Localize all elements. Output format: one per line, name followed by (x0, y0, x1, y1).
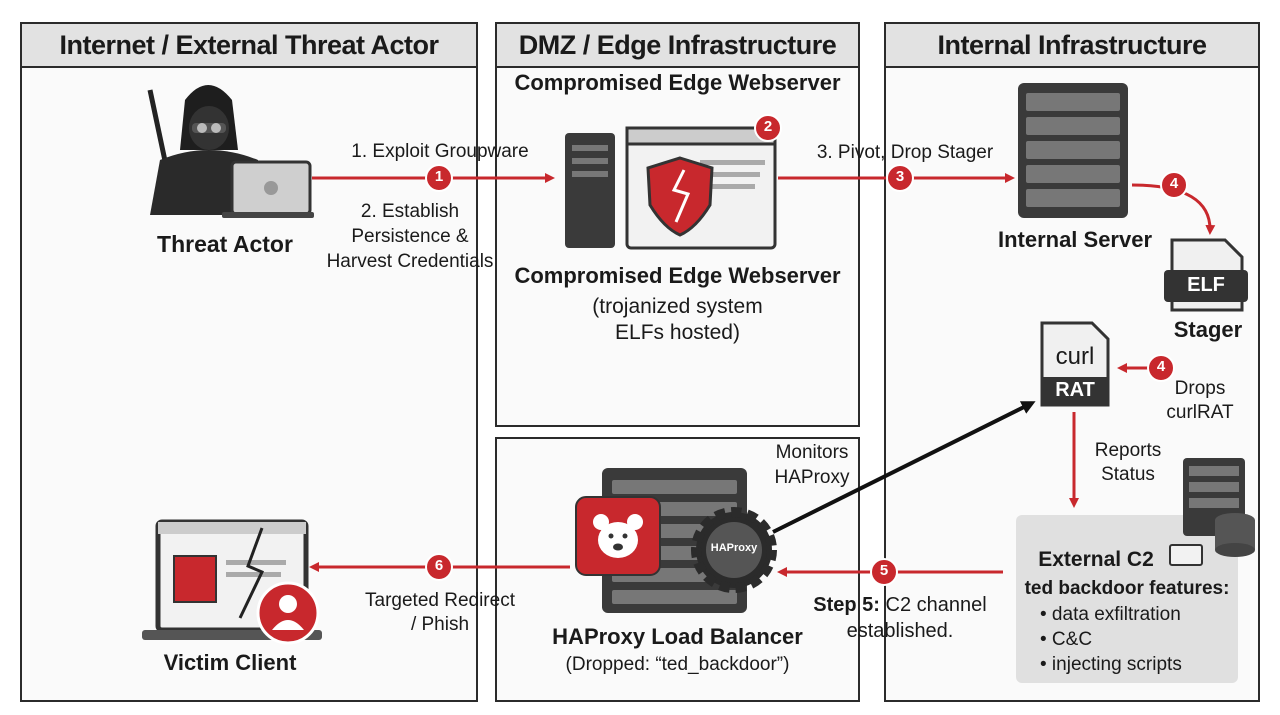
c2-subtitle: ted backdoor features: (1024, 578, 1230, 599)
step2-label-line1: 2. Establish (360, 201, 460, 222)
c2-title: External C2 (1038, 548, 1154, 571)
haproxy-title: HAProxy Load Balancer (552, 624, 803, 649)
step1-label: 1. Exploit Groupware (330, 141, 550, 163)
badge-step-2 (754, 114, 782, 142)
step2-label-line3: Harvest Credentials (326, 251, 494, 272)
badge-label-3: 3 (895, 168, 905, 185)
bear-logo-icon (575, 496, 661, 576)
reports-label-line1: Reports (1094, 440, 1162, 461)
badge-label-5: 5 (879, 562, 889, 579)
threat-actor-icon (147, 85, 314, 218)
haproxy-gear-icon (691, 507, 777, 593)
badge-step-5 (870, 558, 898, 586)
victim-user-icon (256, 581, 320, 645)
panel-title-internet: Internet / External Threat Actor (22, 24, 476, 68)
badge-step-1 (425, 164, 453, 192)
edge-server-label: Compromised Edge Webserver (514, 263, 841, 288)
arrow-monitors (772, 401, 1036, 534)
curl-label: curl (1055, 343, 1095, 370)
rat-label: RAT (1055, 379, 1095, 401)
badge-step-4b (1147, 354, 1175, 382)
edge-server-icon (565, 126, 777, 250)
step3-label: 3. Pivot, Drop Stager (816, 142, 994, 163)
badge-step-3 (886, 164, 914, 192)
badge-step-4a (1160, 171, 1188, 199)
stager-label: Stager (1173, 317, 1243, 342)
redirect-label-line2: / Phish (410, 614, 470, 635)
panel-title-internal: Internal Infrastructure (886, 24, 1258, 68)
dmz-subtitle: Compromised Edge Webserver (514, 70, 841, 95)
badge-label-4a: 4 (1169, 175, 1179, 192)
edge-server-sub1: (trojanized system (592, 295, 763, 318)
step5-label-line1: Step 5: C2 channel (795, 594, 1005, 617)
badge-label-2: 2 (763, 118, 773, 135)
redirect-label-line1: Targeted Redirect (365, 590, 515, 611)
step5-label-line2: established. (846, 620, 954, 642)
step1-text: 1. Exploit Groupware (351, 141, 529, 162)
elf-file-icon (1164, 238, 1248, 312)
panel-title-dmz: DMZ / Edge Infrastructure (497, 24, 858, 68)
step5-rest: C2 channel (879, 594, 987, 616)
reports-label-line2: Status (1101, 464, 1155, 485)
curlrat-file-icon (1040, 321, 1110, 407)
external-c2-box (1016, 515, 1238, 683)
haproxy-gear-label: HAProxy (710, 542, 758, 554)
victim-label: Victim Client (163, 650, 297, 675)
edge-server-sub2: ELFs hosted) (615, 321, 740, 344)
arrow-step4-stager (1131, 183, 1216, 235)
elf-label: ELF (1187, 274, 1225, 296)
internal-server-label: Internal Server (997, 227, 1153, 252)
c2-feature-item: • data exfiltration (1040, 604, 1181, 625)
c2-server-icon (1169, 458, 1255, 566)
badge-step-6 (425, 553, 453, 581)
badge-label-1: 1 (434, 168, 444, 185)
monitors-label-line1: Monitors (775, 442, 849, 463)
haproxy-subtitle: (Dropped: “ted_backdoor”) (565, 654, 790, 675)
badge-label-6: 6 (434, 557, 444, 574)
step5-bold: Step 5: (813, 594, 880, 616)
c2-feature-item: • injecting scripts (1040, 654, 1182, 675)
c2-feature-item: • C&C (1040, 629, 1093, 650)
drops-label-line1: Drops (1174, 378, 1226, 399)
monitors-label-line2: HAProxy (774, 467, 850, 488)
threat-actor-label: Threat Actor (157, 231, 293, 257)
badge-label-4b: 4 (1156, 358, 1166, 375)
step2-label-line2: Persistence & (351, 226, 469, 247)
internal-server-icon (1018, 83, 1128, 218)
drops-label-line2: curlRAT (1166, 402, 1234, 423)
